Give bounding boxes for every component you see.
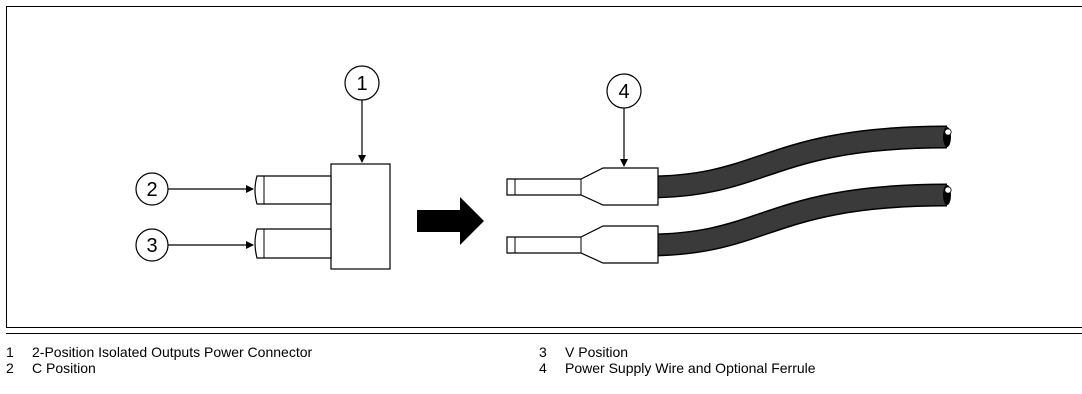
callout-1-number: 1 [356,73,367,95]
callout-4: 4 [606,73,642,167]
power-supply-wires [646,125,952,257]
direction-arrow [417,197,484,245]
callout-2: 2 [135,172,254,206]
callout-2-number: 2 [146,179,157,201]
diagram-figure: 1 2 3 4 [6,6,1082,328]
legend-description: C Position [32,360,96,376]
connector-illustration: 1 2 3 4 [135,65,952,270]
power-connector [254,163,391,270]
legend-description: V Position [565,344,629,360]
legend-number: 2 [6,360,14,376]
legend-description: Power Supply Wire and Optional Ferrule [565,360,816,376]
legend-description: 2-Position Isolated Outputs Power Connec… [32,344,313,360]
callout-3-number: 3 [146,235,157,257]
callout-1: 1 [344,65,380,163]
callout-4-number: 4 [618,81,629,103]
callout-3: 3 [135,228,254,262]
legend-number: 1 [6,344,14,360]
legend-number: 3 [539,344,547,360]
legend-number: 4 [539,360,547,376]
ferrules [506,167,659,264]
callout-legend: 1 2-Position Isolated Outputs Power Conn… [6,333,1082,394]
